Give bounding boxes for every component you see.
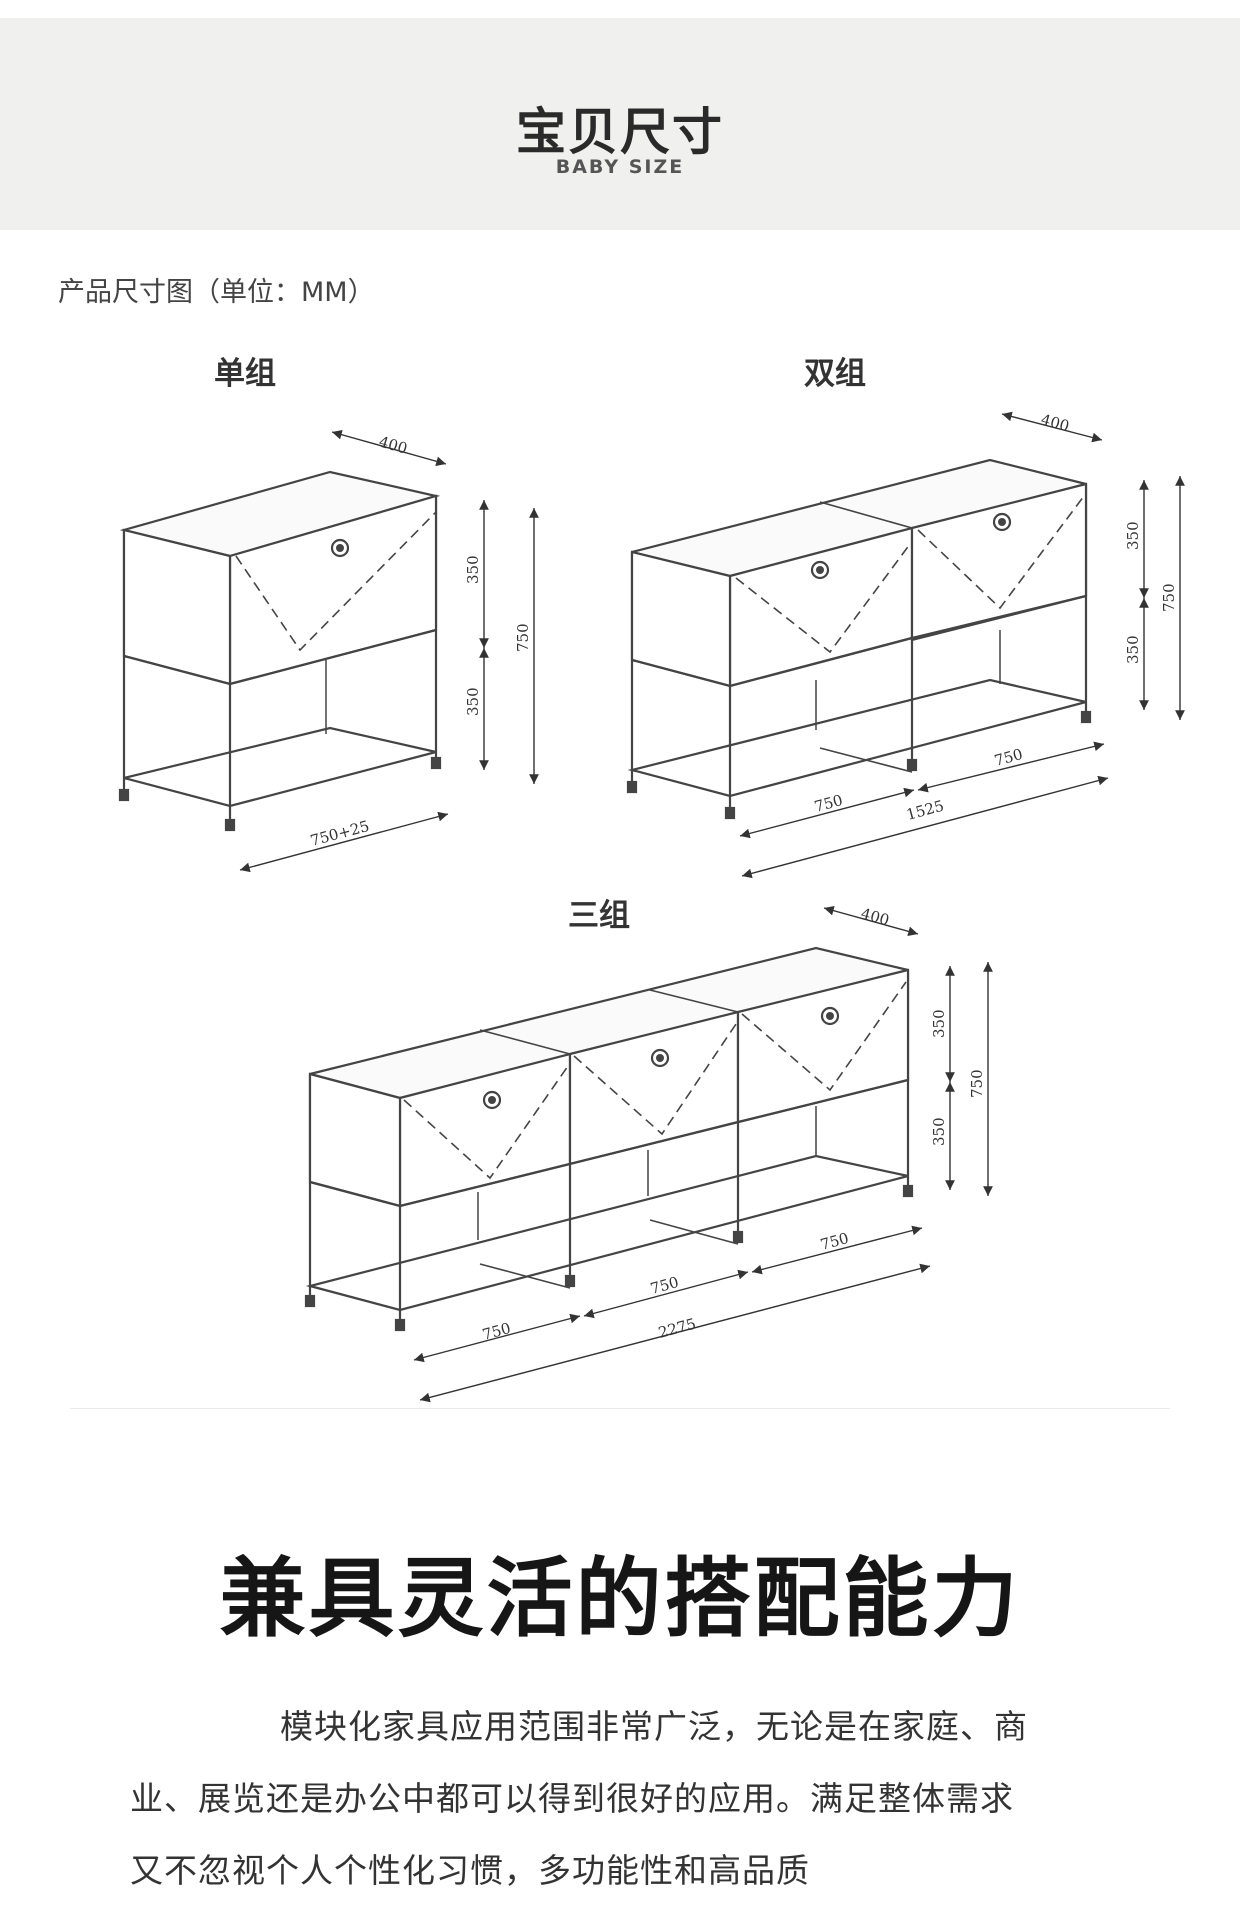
cabinet-single-drawing bbox=[118, 470, 442, 832]
dim-triple-module-3: 750 bbox=[818, 1229, 850, 1254]
dim-double-total: 750 bbox=[1160, 583, 1178, 612]
dim-double-lower: 350 bbox=[1124, 635, 1142, 664]
dimensions-single bbox=[239, 429, 539, 873]
dim-double-module-1: 750 bbox=[812, 791, 844, 816]
dim-triple-depth: 400 bbox=[859, 904, 891, 929]
paragraph-line-2: 业、展览还是办公中都可以得到很好的应用。满足整体需求 bbox=[130, 1779, 1014, 1818]
dimension-diagrams: 400 350 350 750 750+25 bbox=[118, 410, 1185, 1403]
page-title: 宝贝尺寸 bbox=[516, 103, 724, 161]
page-subtitle: BABY SIZE bbox=[555, 156, 685, 178]
dim-triple-total: 750 bbox=[968, 1069, 986, 1098]
dim-double-module-2: 750 bbox=[992, 745, 1024, 770]
section-headline: 兼具灵活的搭配能力 bbox=[219, 1549, 1021, 1649]
dim-single-total: 750 bbox=[514, 623, 532, 652]
dim-double-total-width: 1525 bbox=[904, 797, 946, 824]
dim-triple-upper: 350 bbox=[930, 1009, 948, 1038]
cabinet-double-drawing bbox=[626, 458, 1092, 820]
cabinet-triple-drawing bbox=[304, 946, 914, 1332]
group-label-double: 双组 bbox=[804, 356, 866, 392]
dim-triple-module-2: 750 bbox=[648, 1273, 680, 1298]
section-divider bbox=[70, 1408, 1170, 1409]
paragraph-line-3: 又不忽视个人个性化习惯，多功能性和高品质 bbox=[130, 1851, 810, 1890]
dim-triple-lower: 350 bbox=[930, 1117, 948, 1146]
dim-double-upper: 350 bbox=[1124, 521, 1142, 550]
group-label-single: 单组 bbox=[214, 356, 276, 392]
group-label-triple: 三组 bbox=[568, 898, 630, 934]
dim-single-lower: 350 bbox=[464, 687, 482, 716]
dimensions-triple bbox=[413, 905, 993, 1403]
dim-single-upper: 350 bbox=[464, 555, 482, 584]
dim-single-depth: 400 bbox=[377, 433, 409, 458]
paragraph-line-1: 模块化家具应用范围非常广泛，无论是在家庭、商 bbox=[280, 1707, 1028, 1746]
dim-triple-module-1: 750 bbox=[480, 1319, 512, 1344]
header-band bbox=[0, 18, 1240, 230]
dim-triple-total-width: 2275 bbox=[656, 1315, 698, 1342]
dimensions-double bbox=[739, 411, 1185, 879]
dim-double-depth: 400 bbox=[1039, 410, 1071, 435]
diagram-caption: 产品尺寸图（单位：MM） bbox=[58, 277, 375, 308]
dim-single-width: 750+25 bbox=[308, 817, 371, 850]
